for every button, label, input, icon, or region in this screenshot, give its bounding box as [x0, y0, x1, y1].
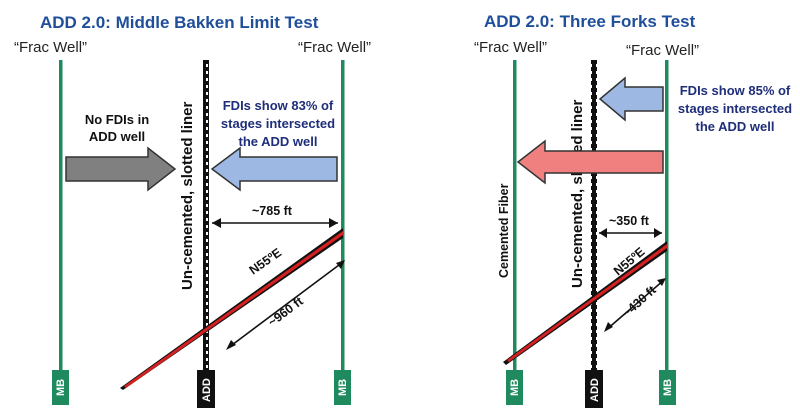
left-frac-well-label-2: “Frac Well” — [298, 39, 371, 56]
svg-text:MB: MB — [662, 379, 674, 396]
left-frac-well-line-2 — [341, 60, 345, 370]
left-fdi-note: FDIs show 83% of stages intersected the … — [221, 98, 335, 149]
right-tag-mb-2: MB — [659, 370, 676, 405]
left-fracture — [120, 228, 343, 390]
svg-text:ADD well: ADD well — [89, 129, 145, 144]
left-no-fdi-note: No FDIs in ADD well — [85, 112, 149, 144]
svg-text:ADD: ADD — [589, 378, 601, 402]
right-panel: ADD 2.0: Three Forks Test “Frac Well” “F… — [474, 12, 792, 408]
right-red-arrow — [516, 139, 664, 185]
right-blue-arrow — [598, 76, 664, 122]
right-horizontal-dimension: ~350 ft — [599, 214, 662, 238]
svg-text:stages intersected: stages intersected — [678, 101, 792, 116]
left-blue-arrow — [210, 146, 338, 192]
right-horizontal-distance: ~350 ft — [609, 214, 650, 228]
left-diagonal-distance: ~960 ft — [265, 294, 306, 330]
right-tag-mb-1: MB — [506, 370, 523, 405]
left-frac-well-line-1 — [59, 60, 63, 370]
svg-text:FDIs show 85% of: FDIs show 85% of — [680, 83, 791, 98]
svg-text:MB: MB — [55, 379, 67, 396]
left-tag-mb-1: MB — [52, 370, 69, 405]
right-add-well-line — [591, 60, 597, 370]
right-frac-well-line-2 — [665, 60, 669, 370]
svg-text:No FDIs in: No FDIs in — [85, 112, 149, 127]
right-fracture — [503, 241, 667, 365]
left-azimuth-label: N55ºE — [247, 245, 284, 277]
left-grey-arrow — [65, 146, 177, 192]
right-fiber-label: Cemented Fiber — [497, 183, 511, 278]
right-panel-title: ADD 2.0: Three Forks Test — [484, 12, 696, 31]
right-fdi-note: FDIs show 85% of stages intersected the … — [678, 83, 792, 134]
svg-text:FDIs show 83% of: FDIs show 83% of — [223, 98, 334, 113]
left-tag-add: ADD — [197, 370, 215, 408]
right-frac-well-label-1: “Frac Well” — [474, 39, 547, 56]
left-add-well-line — [203, 60, 209, 370]
left-panel-title: ADD 2.0: Middle Bakken Limit Test — [40, 13, 319, 32]
left-horizontal-dimension: ~785 ft — [212, 204, 338, 228]
left-panel: ADD 2.0: Middle Bakken Limit Test “Frac … — [14, 13, 371, 408]
left-liner-label: Un-cemented, slotted liner — [179, 101, 196, 290]
right-frac-well-line-1 — [513, 60, 517, 370]
svg-text:MB: MB — [337, 379, 349, 396]
left-tag-mb-2: MB — [334, 370, 351, 405]
right-diagonal-distance: ~430 ft — [620, 283, 660, 321]
svg-text:the ADD well: the ADD well — [696, 119, 775, 134]
right-frac-well-label-2: “Frac Well” — [626, 42, 699, 59]
left-frac-well-label-1: “Frac Well” — [14, 39, 87, 56]
svg-text:the ADD well: the ADD well — [239, 134, 318, 149]
svg-text:stages intersected: stages intersected — [221, 116, 335, 131]
right-tag-add: ADD — [585, 370, 603, 408]
left-horizontal-distance: ~785 ft — [252, 204, 293, 218]
svg-text:ADD: ADD — [201, 378, 213, 402]
svg-text:MB: MB — [509, 379, 521, 396]
right-liner-label: Un-cemented, slotted liner — [569, 99, 586, 288]
